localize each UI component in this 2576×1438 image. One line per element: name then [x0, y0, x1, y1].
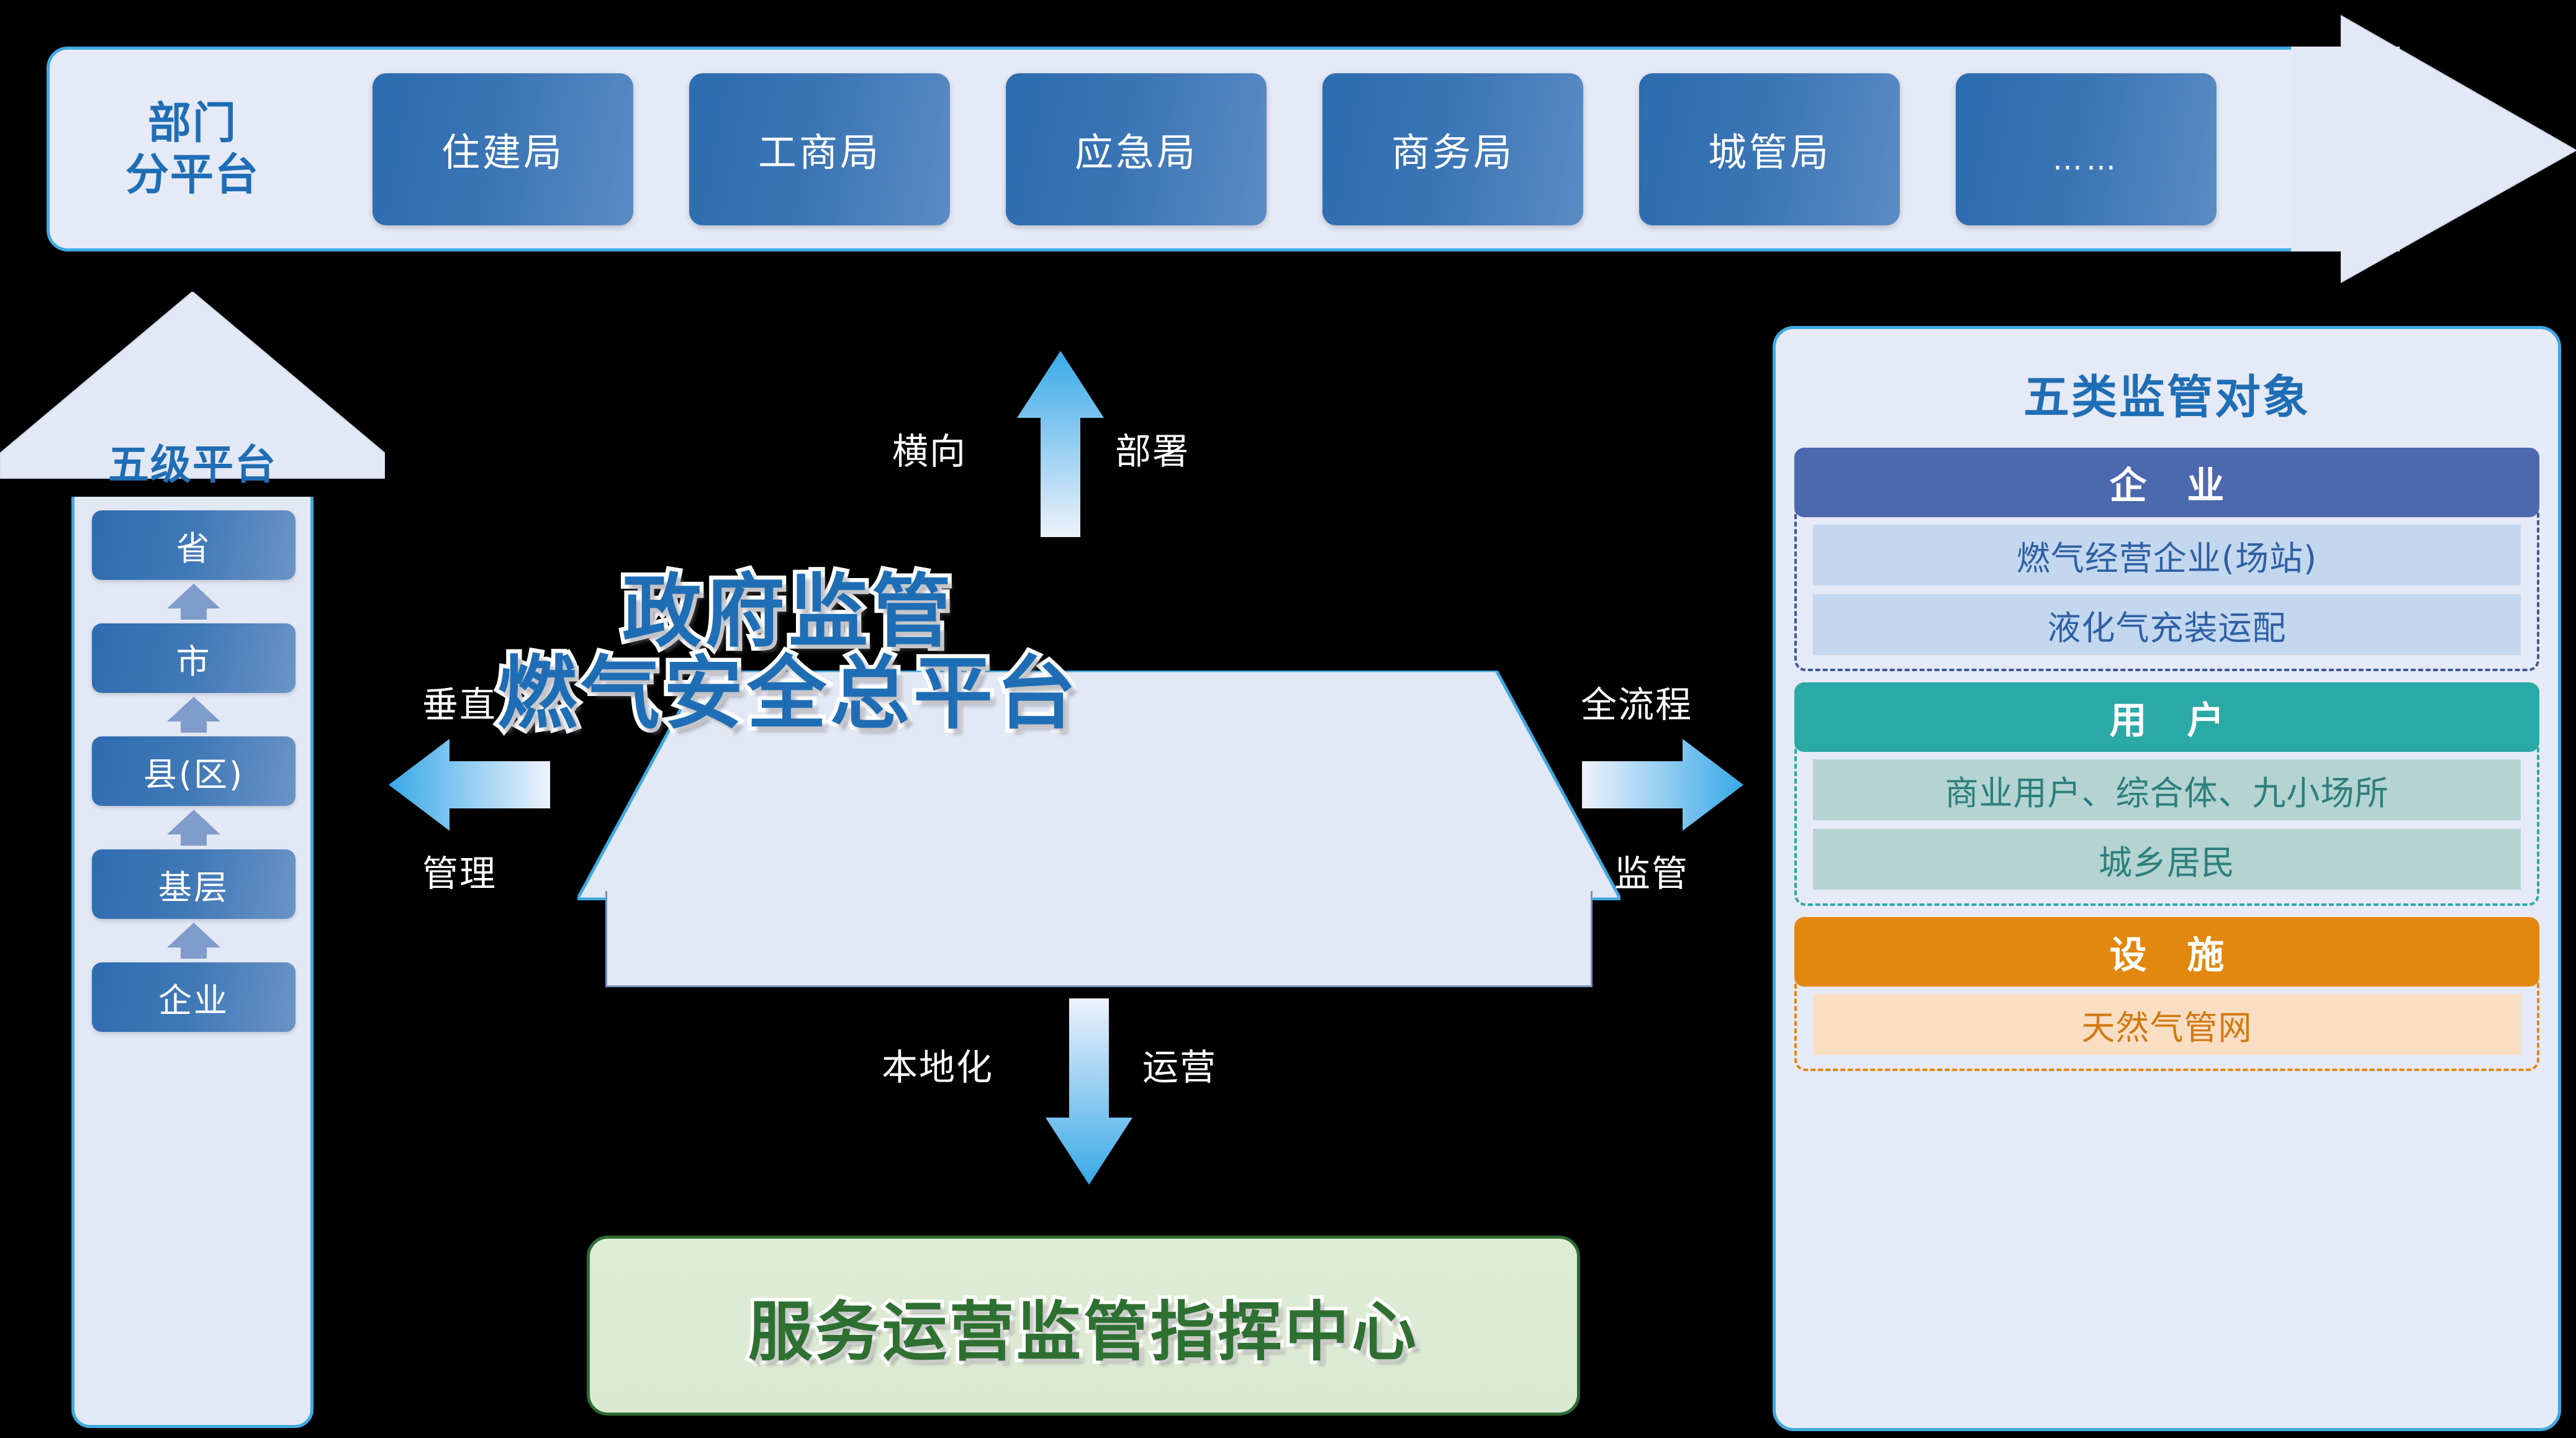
category-items-users: 商业用户、综合体、九小场所 城乡居民 — [1794, 746, 2539, 906]
supervision-objects-title: 五类监管对象 — [2023, 371, 2310, 424]
level-box-province[interactable]: 省 — [92, 510, 296, 580]
department-box-1[interactable]: 工商局 — [689, 73, 950, 225]
level-connector-2 — [92, 806, 296, 849]
category-header-enterprise[interactable]: 企 业 — [1794, 448, 2539, 517]
category-item[interactable]: 天然气管网 — [1813, 994, 2521, 1055]
department-list: 住建局 工商局 应急局 商务局 城管局 …… — [373, 68, 2297, 230]
level-box-county[interactable]: 县(区) — [92, 736, 296, 806]
label-management: 管理 — [422, 852, 497, 895]
central-platform-shape — [577, 671, 1620, 987]
service-operation-center-label: 服务运营监管指挥中心 — [744, 1290, 1419, 1373]
department-label: 城管局 — [1707, 130, 1831, 175]
label-horizontal: 横向 — [892, 430, 967, 473]
department-title-line1: 部门 — [148, 97, 237, 149]
level-box-grassroots[interactable]: 基层 — [92, 849, 296, 919]
label-operation: 运营 — [1142, 1046, 1218, 1088]
arrow-right-icon — [1582, 739, 1743, 831]
platform-front-face — [605, 891, 1593, 987]
label-vertical: 垂直 — [422, 684, 497, 726]
five-level-list: 省 市 县(区) 基层 企业 — [92, 510, 296, 1404]
department-label: 工商局 — [757, 130, 881, 175]
level-label: 县(区) — [143, 754, 245, 794]
level-label: 企业 — [158, 980, 229, 1020]
level-box-city[interactable]: 市 — [92, 623, 296, 693]
level-connector-0 — [92, 580, 296, 623]
department-box-4[interactable]: 城管局 — [1639, 73, 1900, 225]
arrow-left-icon — [389, 739, 550, 831]
level-connector-3 — [92, 919, 296, 962]
category-items-facilities: 天然气管网 — [1794, 980, 2539, 1071]
department-box-0[interactable]: 住建局 — [373, 73, 633, 225]
category-item[interactable]: 城乡居民 — [1813, 829, 2521, 890]
category-item[interactable]: 液化气充装运配 — [1813, 594, 2521, 655]
five-level-platform-title: 五级平台 — [108, 441, 277, 489]
arrow-head-up-icon — [0, 292, 385, 479]
label-deploy: 部署 — [1115, 430, 1190, 473]
department-platform-title: 部门 分平台 — [93, 65, 292, 233]
arrow-up-icon — [1017, 351, 1104, 537]
supervision-objects-panel: 五类监管对象 企 业 燃气经营企业(场站) 液化气充装运配 用 户 商业用户、综… — [1773, 326, 2561, 1431]
category-group-enterprise: 企 业 燃气经营企业(场站) 液化气充装运配 — [1794, 448, 2539, 671]
department-label: 应急局 — [1074, 130, 1198, 175]
label-full-process: 全流程 — [1581, 684, 1693, 726]
service-operation-center-box[interactable]: 服务运营监管指挥中心 — [587, 1236, 1580, 1416]
platform-top-face — [577, 671, 1620, 900]
label-supervision: 监管 — [1614, 852, 1689, 895]
department-label: …… — [2053, 142, 2120, 177]
category-item[interactable]: 商业用户、综合体、九小场所 — [1813, 759, 2521, 820]
arrow-down-icon — [1046, 998, 1132, 1185]
level-label: 市 — [176, 641, 212, 681]
department-platform-arrow: 部门 分平台 住建局 工商局 应急局 商务局 城管局 …… — [0, 6, 2576, 289]
category-header-facilities[interactable]: 设 施 — [1794, 917, 2539, 987]
department-box-more[interactable]: …… — [1956, 73, 2217, 225]
level-box-enterprise[interactable]: 企业 — [92, 962, 296, 1032]
category-item[interactable]: 燃气经营企业(场站) — [1813, 525, 2521, 586]
category-header-users[interactable]: 用 户 — [1794, 682, 2539, 752]
arrow-head-right-icon — [2341, 14, 2576, 284]
level-label: 省 — [176, 528, 212, 568]
level-connector-1 — [92, 693, 296, 736]
department-box-2[interactable]: 应急局 — [1006, 73, 1267, 225]
level-label: 基层 — [158, 867, 229, 907]
category-items-enterprise: 燃气经营企业(场站) 液化气充装运配 — [1794, 511, 2539, 671]
category-group-users: 用 户 商业用户、综合体、九小场所 城乡居民 — [1794, 682, 2539, 906]
department-label: 商务局 — [1391, 130, 1514, 175]
department-label: 住建局 — [441, 130, 564, 175]
department-title-line2: 分平台 — [125, 149, 260, 200]
department-box-3[interactable]: 商务局 — [1322, 73, 1583, 225]
five-level-platform-arrow: 五级平台 省 市 县(区) 基层 企业 — [0, 292, 385, 1438]
label-localization: 本地化 — [882, 1046, 994, 1088]
category-group-facilities: 设 施 天然气管网 — [1794, 917, 2539, 1071]
